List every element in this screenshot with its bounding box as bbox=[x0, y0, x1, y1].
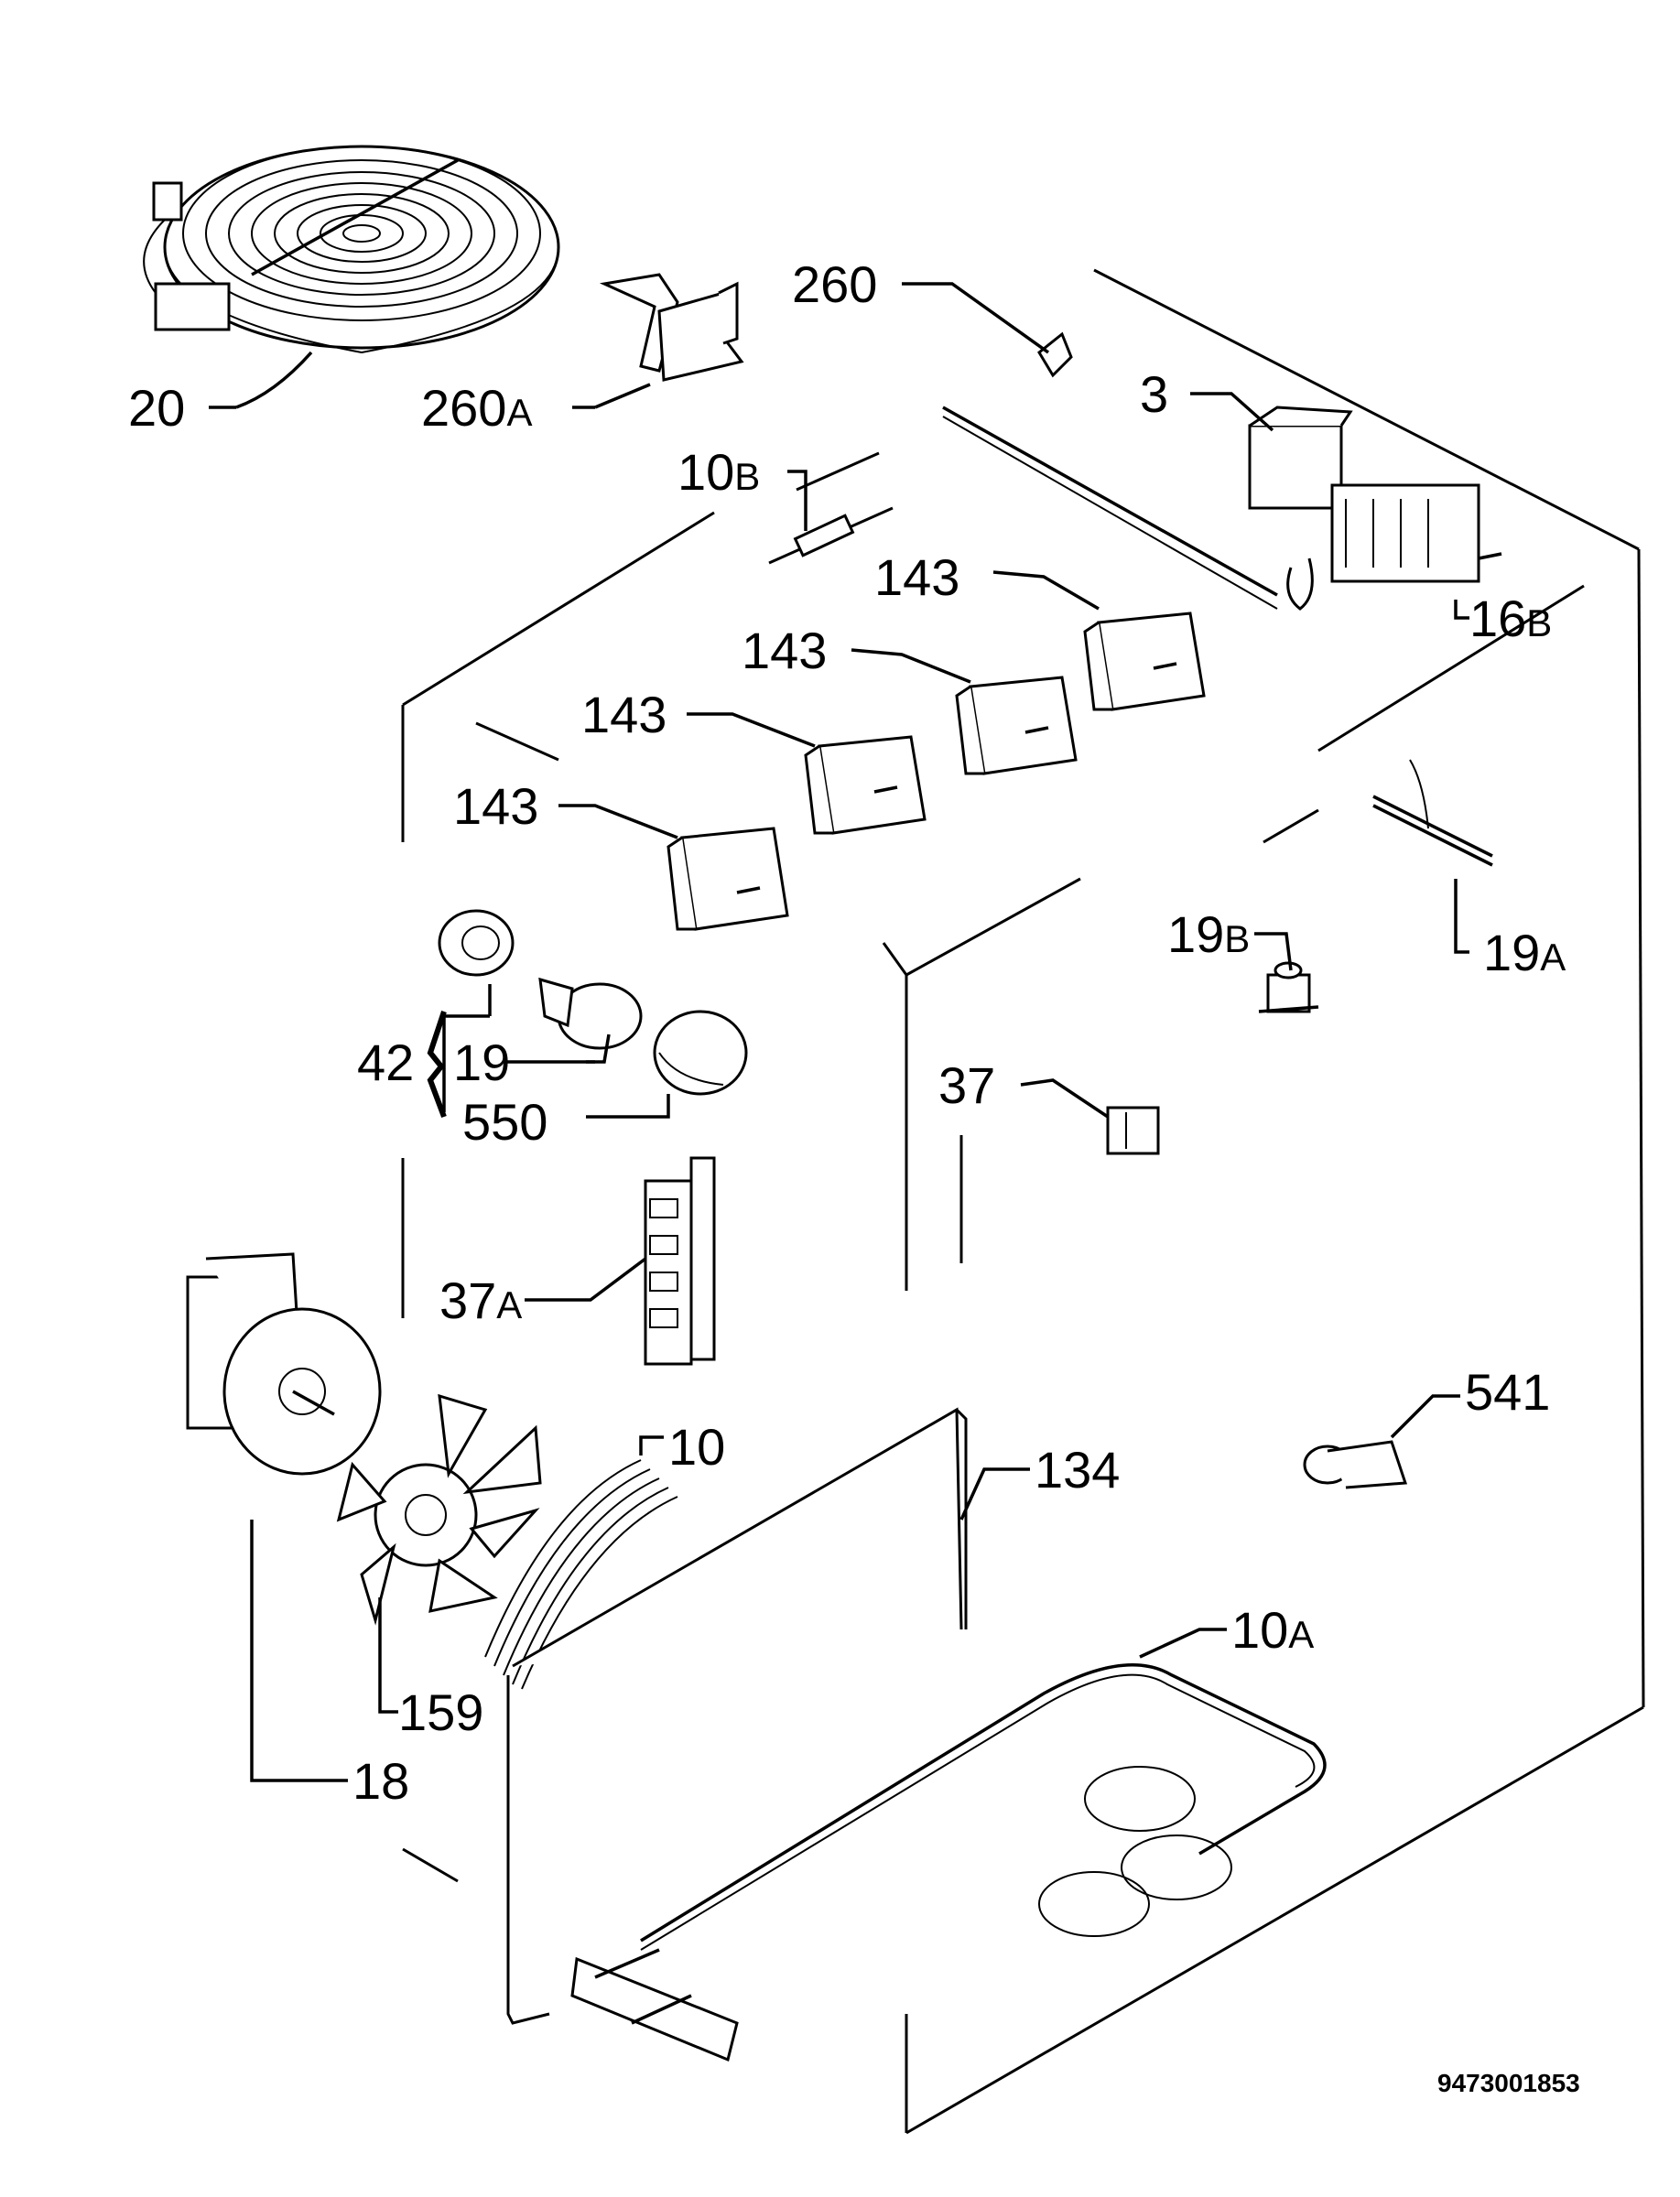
temperature-sensor-illustration bbox=[1372, 759, 1493, 867]
label-part-10a: 10A bbox=[1231, 1601, 1314, 1659]
label-part-19a: 19A bbox=[1483, 924, 1566, 981]
catalog-number: 9473001853 bbox=[1437, 2069, 1580, 2097]
label-part-3: 3 bbox=[1140, 365, 1168, 423]
back-panel-illustration bbox=[506, 1407, 968, 2025]
label-part-143-b: 143 bbox=[742, 622, 827, 679]
label-part-541: 541 bbox=[1465, 1363, 1550, 1421]
cabinet-outline bbox=[401, 268, 1645, 2135]
pin-fuse-illustration bbox=[793, 514, 855, 557]
label-part-20: 20 bbox=[128, 379, 185, 437]
rotary-switch-illustration bbox=[667, 611, 1206, 931]
label-part-42: 42 bbox=[357, 1034, 414, 1091]
part-42-bracket bbox=[427, 1011, 447, 1119]
label-part-10b: 10B bbox=[677, 443, 760, 501]
fan-blade-illustration bbox=[336, 1393, 542, 1626]
label-part-19: 19 bbox=[453, 1034, 510, 1091]
label-part-37: 37 bbox=[938, 1056, 995, 1114]
wire-harness-illustration bbox=[484, 1459, 678, 1690]
label-part-550: 550 bbox=[462, 1093, 547, 1151]
oven-lamp-illustration bbox=[438, 909, 748, 1096]
small-sensor-illustration bbox=[1258, 961, 1319, 1013]
label-part-260: 260 bbox=[792, 255, 877, 313]
bracket-clip-illustration bbox=[599, 273, 744, 382]
clip-illustration bbox=[1303, 1440, 1408, 1489]
terminal-block-illustration bbox=[644, 1156, 716, 1366]
label-part-37a: 37A bbox=[439, 1272, 522, 1329]
label-part-159: 159 bbox=[398, 1683, 483, 1741]
label-part-143-c: 143 bbox=[581, 686, 667, 743]
label-part-134: 134 bbox=[1035, 1441, 1120, 1499]
hob-element-illustration bbox=[143, 145, 560, 354]
label-part-143-d: 143 bbox=[453, 777, 538, 835]
thermostat-illustration bbox=[942, 406, 1502, 611]
leader-lines bbox=[209, 282, 1469, 1782]
heating-element-illustration bbox=[570, 1663, 1327, 2062]
label-part-16b: 16B bbox=[1469, 590, 1552, 647]
label-part-260a: 260A bbox=[421, 379, 532, 437]
small-clip-illustration bbox=[1037, 331, 1073, 378]
label-part-10: 10 bbox=[668, 1418, 725, 1476]
connector-illustration bbox=[1106, 1106, 1160, 1155]
label-part-19b: 19B bbox=[1167, 905, 1250, 963]
label-part-18: 18 bbox=[352, 1752, 409, 1810]
fan-motor-illustration bbox=[186, 1252, 382, 1476]
label-part-143-a: 143 bbox=[874, 548, 959, 606]
